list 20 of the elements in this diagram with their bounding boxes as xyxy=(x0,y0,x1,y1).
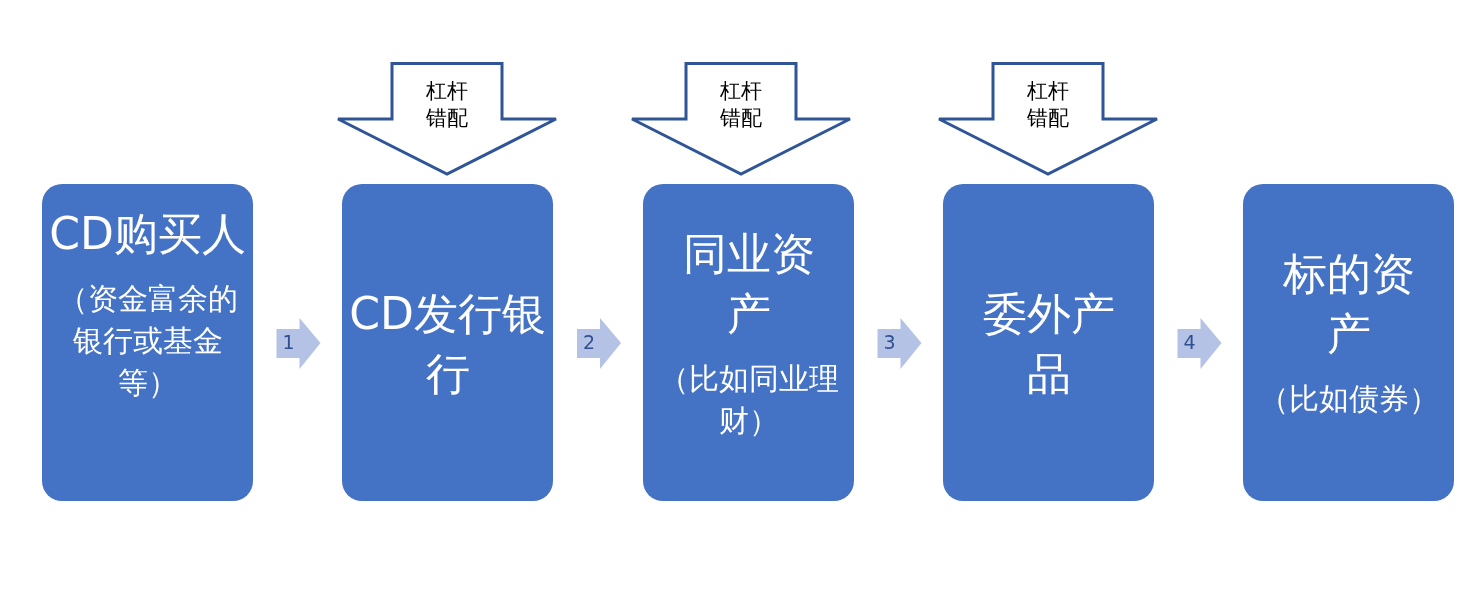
process-box xyxy=(342,184,553,501)
process-box xyxy=(943,184,1154,501)
process-box xyxy=(1243,184,1454,501)
edge-label: 1 xyxy=(282,331,295,353)
box-note: （资金富余的银行或基金等） xyxy=(56,280,239,402)
box-title: 标的资产 xyxy=(1281,247,1416,361)
box-note: （比如同业理财） xyxy=(657,360,840,440)
edge-label: 3 xyxy=(883,331,896,353)
process-box xyxy=(643,184,854,501)
arrow-label: 杠杆错配 xyxy=(425,78,469,132)
box-title: 同业资产 xyxy=(681,227,816,341)
edge-label: 2 xyxy=(583,331,596,353)
box-title: 委外产品 xyxy=(981,287,1116,401)
box-title: CD发行银行 xyxy=(348,287,547,401)
arrow-label: 杠杆错配 xyxy=(1026,78,1070,132)
edge-label: 4 xyxy=(1183,331,1196,353)
arrow-label: 杠杆错配 xyxy=(719,78,763,132)
box-note: （比如债券） xyxy=(1257,380,1440,418)
process-box xyxy=(42,184,253,501)
box-title: CD购买人 xyxy=(48,207,247,261)
